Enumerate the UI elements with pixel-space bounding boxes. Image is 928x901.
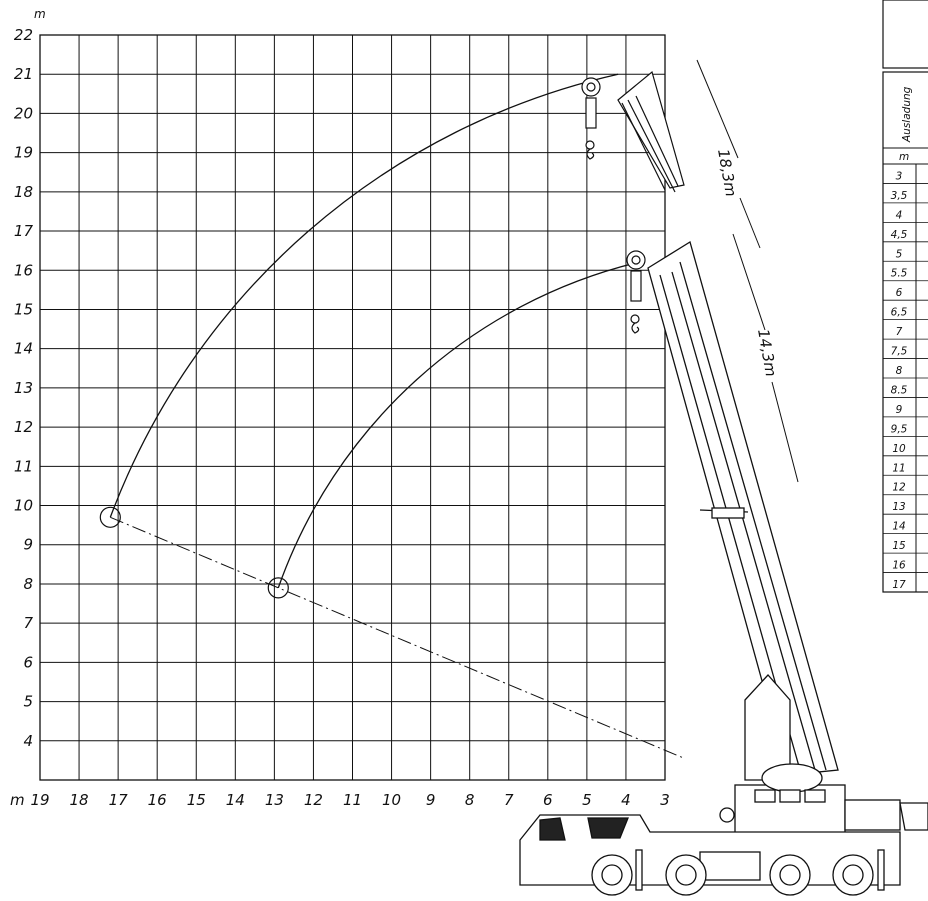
boom-arc-1 (277, 261, 638, 589)
y-tick-label-13: 13 (14, 379, 33, 397)
load-table-row-11: 8.5 (891, 384, 908, 396)
x-tick-label-8: 8 (465, 791, 475, 809)
load-table-row-2: 4 (896, 209, 903, 221)
y-tick-label-5: 5 (23, 693, 33, 711)
load-table-row-3: 4,5 (891, 229, 908, 241)
x-tick-label-17: 17 (109, 791, 129, 809)
y-tick-label-10: 10 (14, 497, 33, 515)
dimension-line-14-3m-lower (771, 381, 799, 483)
y-tick-label-15: 15 (14, 300, 33, 318)
load-table-row-6: 6 (896, 287, 903, 299)
load-table-row-7: 6,5 (891, 307, 908, 319)
y-tick-label-12: 12 (14, 418, 33, 436)
dimension-line-18-3m-lower (739, 197, 761, 249)
y-tick-label-21: 21 (14, 65, 33, 83)
boom-length-label-14-3m: 14,3m (754, 328, 780, 378)
load-table-unit: m (899, 151, 909, 163)
load-table: Ausladung m 3 3,5 4 4,5 5 5.5 6 6,5 7 7,5 8 8.5 9 9,5… (882, 0, 928, 593)
y-axis-labels: 22 21 20 19 18 17 16 15 14 13 12 11 10 9 8 7 6 5 4 (14, 26, 34, 750)
crane-boom-14-3m (647, 240, 839, 776)
load-table-row-18: 14 (892, 521, 905, 533)
x-tick-label-3: 3 (660, 791, 670, 809)
load-table-row-4: 5 (896, 248, 903, 260)
pivot-point-0 (99, 506, 121, 528)
load-table-row-20: 16 (892, 560, 906, 572)
load-table-row-19: 15 (892, 540, 906, 552)
y-tick-label-4: 4 (23, 732, 33, 750)
load-table-row-16: 12 (892, 482, 906, 494)
x-tick-label-15: 15 (187, 791, 206, 809)
load-table-row-13: 9,5 (891, 423, 908, 435)
y-tick-label-14: 14 (14, 340, 33, 358)
x-tick-label-5: 5 (582, 791, 592, 809)
pivot-point-1 (267, 577, 289, 599)
x-axis-unit: m (10, 791, 25, 809)
boom-arc-0 (109, 73, 619, 518)
load-table-row-17: 13 (892, 501, 905, 513)
load-table-row-12: 9 (896, 404, 903, 416)
y-tick-label-6: 6 (23, 653, 33, 671)
y-tick-label-11: 11 (14, 457, 33, 475)
dimension-line-18-3m (696, 59, 739, 159)
x-tick-label-12: 12 (304, 791, 323, 809)
dashed-reference-line (110, 516, 686, 760)
y-tick-label-18: 18 (14, 183, 33, 201)
x-tick-label-13: 13 (265, 791, 284, 809)
x-tick-label-7: 7 (504, 791, 514, 809)
boom-length-label-18-3m: 18,3m (714, 148, 740, 198)
y-axis-unit: m (34, 7, 46, 21)
load-table-row-5: 5.5 (891, 268, 908, 280)
load-table-row-0: 3 (896, 170, 903, 182)
hook-block-lower (626, 250, 646, 334)
x-tick-label-6: 6 (543, 791, 553, 809)
chart-grid (39, 34, 666, 781)
x-tick-label-11: 11 (343, 791, 362, 809)
x-tick-label-10: 10 (382, 791, 401, 809)
load-table-row-9: 7,5 (891, 346, 908, 358)
boom-arcs (99, 73, 638, 599)
load-table-row-10: 8 (896, 365, 903, 377)
x-tick-label-14: 14 (226, 791, 245, 809)
x-axis-labels: 19 18 17 16 15 14 13 12 11 10 9 8 7 6 5 4 3 (30, 791, 669, 809)
load-table-header: Ausladung (901, 86, 913, 143)
y-tick-label-22: 22 (14, 26, 33, 44)
x-tick-label-4: 4 (621, 791, 631, 809)
crane-truck (519, 674, 928, 896)
x-tick-label-18: 18 (70, 791, 89, 809)
y-tick-label-16: 16 (14, 261, 33, 279)
y-tick-label-20: 20 (14, 104, 33, 122)
y-tick-label-8: 8 (23, 575, 33, 593)
x-tick-label-16: 16 (148, 791, 167, 809)
load-table-row-1: 3,5 (891, 190, 908, 202)
load-table-rows: 3 3,5 4 4,5 5 5.5 6 6,5 7 7,5 8 8.5 9 9,5 10 11 12 13 14 15… (883, 170, 928, 593)
load-table-row-8: 7 (896, 326, 903, 338)
y-tick-label-9: 9 (23, 536, 33, 554)
load-table-row-15: 11 (892, 462, 905, 474)
x-tick-label-19: 19 (30, 791, 49, 809)
x-tick-label-9: 9 (426, 791, 436, 809)
dimension-line-14-3m (732, 233, 766, 331)
load-table-row-21: 17 (892, 579, 906, 591)
load-table-row-14: 10 (892, 443, 906, 455)
crane-boom-18-3m (617, 70, 685, 193)
y-tick-label-19: 19 (14, 144, 33, 162)
hook-block-upper (581, 77, 601, 160)
y-tick-label-7: 7 (23, 614, 33, 632)
y-tick-label-17: 17 (14, 222, 34, 240)
